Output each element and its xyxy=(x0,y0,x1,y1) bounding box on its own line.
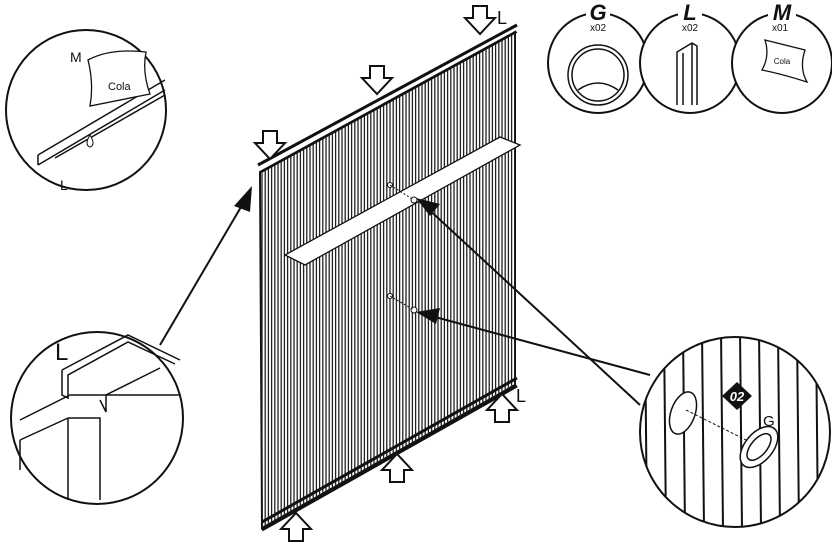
label-bottom-l: L xyxy=(516,386,526,406)
slatted-panel xyxy=(258,30,516,530)
label-l: L xyxy=(55,339,68,366)
label-m: M xyxy=(70,49,82,65)
slat xyxy=(815,337,819,527)
arrow-down-icon xyxy=(254,130,286,160)
label-g: G xyxy=(763,413,775,430)
part-m: M x01 Cola xyxy=(731,0,832,114)
detail-profile-circle: L xyxy=(10,331,184,505)
slat xyxy=(701,337,705,527)
slat xyxy=(796,337,800,527)
bottom-l-profile xyxy=(261,376,518,524)
label-top-l: L xyxy=(497,8,507,28)
part-qty: x02 xyxy=(590,23,607,34)
part-qty: x02 xyxy=(682,23,699,34)
part-text: Cola xyxy=(774,57,791,66)
slat xyxy=(644,337,648,527)
part-letter: L xyxy=(683,0,696,25)
detail-glue-circle: M Cola L xyxy=(5,29,167,193)
part-qty: x01 xyxy=(772,23,789,34)
slat xyxy=(720,337,724,527)
label-l: L xyxy=(60,177,68,193)
arrow-down-icon xyxy=(464,5,496,35)
part-letter: G xyxy=(589,0,606,25)
slat xyxy=(739,337,743,527)
shelf xyxy=(283,136,522,266)
detail-grommet-circle: 02 G xyxy=(639,336,831,528)
slat xyxy=(777,337,781,527)
top-l-profile xyxy=(257,23,518,167)
part-g: G x02 xyxy=(547,0,649,114)
part-l: L x02 xyxy=(639,0,741,114)
label-cola: Cola xyxy=(108,81,132,93)
part-letter: M xyxy=(773,0,792,25)
arrow-down-icon xyxy=(361,65,393,95)
slat xyxy=(663,337,667,527)
step-badge: 02 xyxy=(730,389,745,404)
